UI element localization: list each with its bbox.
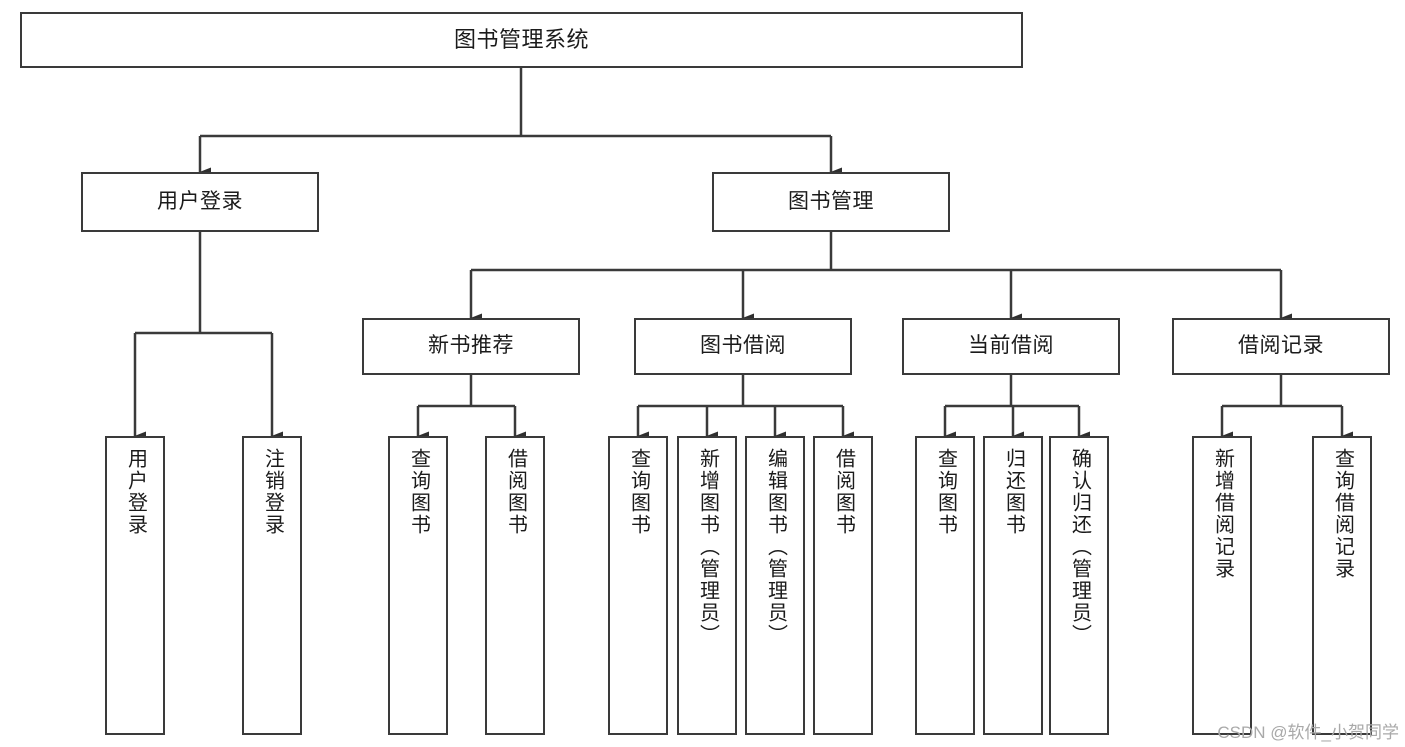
watermark: CSDN @软件_小贺同学 bbox=[1217, 723, 1399, 742]
node-leaf-cur-confirm[interactable]: 确认归还（管理员） bbox=[1049, 436, 1109, 735]
node-leaf-borrow-add-label: 新增图书（管理员） bbox=[696, 448, 719, 646]
node-book-manage[interactable]: 图书管理 bbox=[712, 172, 950, 232]
node-leaf-rec-borrow-label: 借阅图书 bbox=[504, 448, 527, 536]
node-book-manage-label: 图书管理 bbox=[788, 189, 874, 213]
node-leaf-borrow-edit-label: 编辑图书（管理员） bbox=[764, 448, 787, 646]
node-user-login[interactable]: 用户登录 bbox=[81, 172, 319, 232]
node-leaf-borrow-do[interactable]: 借阅图书 bbox=[813, 436, 873, 735]
node-book-borrow[interactable]: 图书借阅 bbox=[634, 318, 852, 375]
node-new-book-rec[interactable]: 新书推荐 bbox=[362, 318, 580, 375]
node-book-borrow-label: 图书借阅 bbox=[700, 334, 786, 358]
node-leaf-borrow-query[interactable]: 查询图书 bbox=[608, 436, 668, 735]
node-leaf-borrow-add[interactable]: 新增图书（管理员） bbox=[677, 436, 737, 735]
node-leaf-cur-confirm-label: 确认归还（管理员） bbox=[1068, 448, 1091, 646]
node-leaf-cur-return-label: 归还图书 bbox=[1002, 448, 1025, 536]
node-leaf-rec-query-label: 查询图书 bbox=[407, 448, 430, 536]
node-leaf-user-login[interactable]: 用户登录 bbox=[105, 436, 165, 735]
node-current-borrow-label: 当前借阅 bbox=[968, 334, 1054, 358]
node-root-label: 图书管理系统 bbox=[453, 27, 589, 53]
node-leaf-cur-query-label: 查询图书 bbox=[934, 448, 957, 536]
node-leaf-user-logout[interactable]: 注销登录 bbox=[242, 436, 302, 735]
node-leaf-borrow-do-label: 借阅图书 bbox=[832, 448, 855, 536]
node-leaf-rec-query2[interactable]: 查询借阅记录 bbox=[1312, 436, 1372, 735]
node-leaf-borrow-query-label: 查询图书 bbox=[627, 448, 650, 536]
node-root[interactable]: 图书管理系统 bbox=[20, 12, 1023, 68]
node-leaf-rec-query2-label: 查询借阅记录 bbox=[1331, 448, 1354, 580]
node-leaf-user-logout-label: 注销登录 bbox=[261, 448, 284, 536]
node-leaf-borrow-edit[interactable]: 编辑图书（管理员） bbox=[745, 436, 805, 735]
node-leaf-rec-add-label: 新增借阅记录 bbox=[1211, 448, 1234, 580]
node-leaf-rec-query[interactable]: 查询图书 bbox=[388, 436, 448, 735]
node-leaf-user-login-label: 用户登录 bbox=[124, 448, 147, 536]
node-current-borrow[interactable]: 当前借阅 bbox=[902, 318, 1120, 375]
node-leaf-rec-add[interactable]: 新增借阅记录 bbox=[1192, 436, 1252, 735]
node-user-login-label: 用户登录 bbox=[157, 189, 243, 213]
node-borrow-record[interactable]: 借阅记录 bbox=[1172, 318, 1390, 375]
node-new-book-rec-label: 新书推荐 bbox=[428, 334, 514, 358]
node-leaf-rec-borrow[interactable]: 借阅图书 bbox=[485, 436, 545, 735]
node-borrow-record-label: 借阅记录 bbox=[1238, 334, 1324, 358]
node-leaf-cur-return[interactable]: 归还图书 bbox=[983, 436, 1043, 735]
node-leaf-cur-query[interactable]: 查询图书 bbox=[915, 436, 975, 735]
